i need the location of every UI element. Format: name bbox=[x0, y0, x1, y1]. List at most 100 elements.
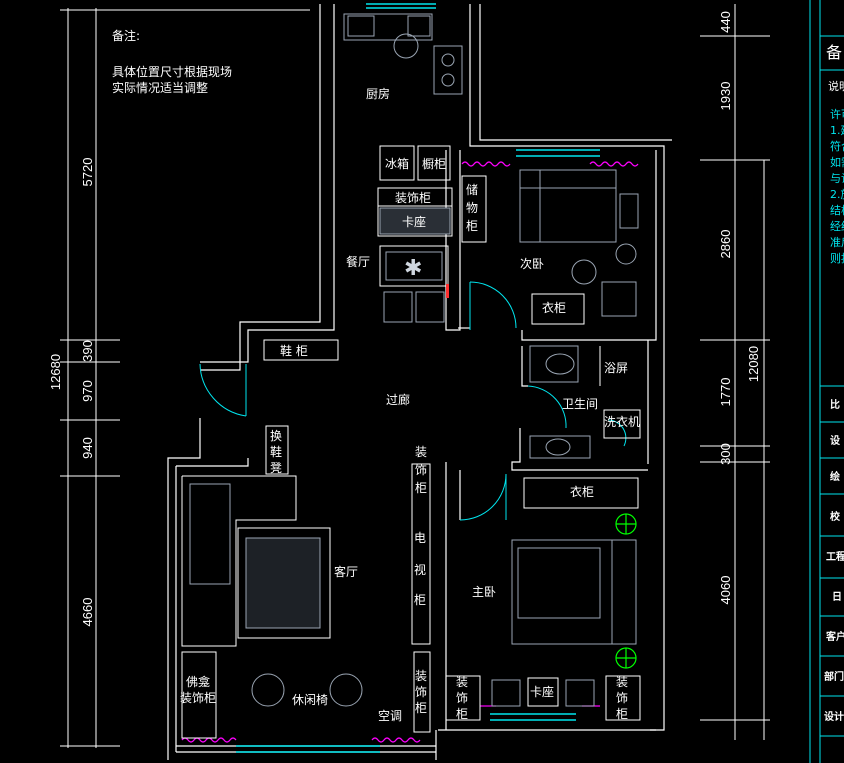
notes-line-1: 具体位置尺寸根据现场 bbox=[112, 64, 232, 79]
left-dimensions bbox=[60, 8, 310, 748]
panel-header: 备 bbox=[826, 43, 842, 62]
label-wardrobe: 衣柜 bbox=[542, 300, 566, 315]
panel-desc: 说明 bbox=[828, 79, 844, 93]
label-living-decor-2: 饰 bbox=[415, 685, 427, 699]
label-storage-3: 柜 bbox=[466, 219, 478, 233]
label-master-decor-l2: 饰 bbox=[456, 691, 468, 705]
panel-row-3: 绘 bbox=[830, 470, 840, 483]
panel-line-e: 与设 bbox=[830, 172, 844, 185]
master-furniture bbox=[445, 477, 641, 721]
red-marker bbox=[446, 284, 449, 298]
walls bbox=[167, 4, 672, 760]
label-storage-2: 物 bbox=[466, 201, 478, 215]
label-buddha-1: 佛龛 bbox=[186, 675, 210, 689]
label-tv-cab-2: 视 bbox=[414, 562, 426, 577]
label-hallway: 过廊 bbox=[386, 392, 410, 407]
label-tv-decor-1: 装 bbox=[415, 445, 427, 459]
label-storage-1: 储 bbox=[466, 182, 478, 197]
bathroom-fixtures bbox=[529, 345, 641, 459]
label-shoe-cabinet: 鞋 柜 bbox=[280, 343, 308, 358]
panel-line-c: 符合 bbox=[830, 139, 844, 153]
label-master-bedroom: 主卧 bbox=[472, 585, 496, 599]
panel-row-4: 校 bbox=[830, 510, 841, 523]
panel-row-7: 客户 bbox=[825, 630, 844, 643]
label-living-room: 客厅 bbox=[334, 564, 358, 579]
label-cabinet: 橱柜 bbox=[422, 157, 446, 171]
dining-cabinets bbox=[377, 145, 453, 237]
label-shower: 浴屏 bbox=[604, 361, 628, 375]
panel-row-5: 工程 bbox=[826, 550, 844, 563]
doors bbox=[199, 281, 627, 521]
label-tv-cab-1: 电 bbox=[414, 531, 426, 545]
dim-2860: 2860 bbox=[718, 230, 733, 259]
dim-12680: 12680 bbox=[48, 354, 63, 390]
change-shoe-stool-box bbox=[265, 425, 289, 475]
label-living-decor-1: 装 bbox=[415, 669, 427, 683]
dim-300: 300 bbox=[718, 443, 733, 465]
dim-970: 970 bbox=[80, 380, 95, 402]
panel-line-a: 许可 bbox=[830, 108, 844, 121]
label-master-decor-r1: 装 bbox=[616, 675, 628, 689]
label-kitchen: 厨房 bbox=[366, 86, 390, 101]
dim-940: 940 bbox=[80, 437, 95, 459]
green-light-icons bbox=[615, 513, 637, 669]
label-tv-decor-3: 柜 bbox=[415, 481, 427, 495]
label-second-bedroom: 次卧 bbox=[520, 257, 544, 271]
label-booth: 卡座 bbox=[402, 214, 426, 229]
dim-440: 440 bbox=[718, 11, 733, 33]
panel-line-d: 如需 bbox=[830, 155, 844, 169]
label-bathroom: 卫生间 bbox=[562, 397, 598, 411]
notes-title: 备注: bbox=[112, 28, 140, 43]
label-leisure-chair: 休闲椅 bbox=[292, 693, 328, 707]
label-master-decor-r2: 饰 bbox=[616, 691, 628, 705]
panel-line-b: 1.建 bbox=[830, 123, 844, 137]
dim-390: 390 bbox=[80, 340, 95, 362]
label-fridge: 冰箱 bbox=[385, 156, 409, 171]
dim-1930: 1930 bbox=[718, 82, 733, 111]
panel-line-i: 准后 bbox=[830, 236, 844, 249]
second-bedroom-furniture bbox=[461, 169, 639, 325]
label-master-decor-l1: 装 bbox=[456, 675, 468, 689]
label-master-wardrobe: 衣柜 bbox=[570, 484, 594, 499]
panel-line-j: 则按 bbox=[830, 251, 844, 265]
label-washer: 洗衣机 bbox=[604, 414, 640, 429]
label-decor-cabinet: 装饰柜 bbox=[395, 191, 431, 205]
living-furniture bbox=[181, 463, 431, 739]
label-master-decor-r3: 柜 bbox=[616, 707, 628, 721]
right-dimensions bbox=[700, 4, 770, 740]
panel-line-f: 2.施 bbox=[830, 188, 844, 201]
curtains bbox=[181, 161, 639, 743]
label-change-shoe-2: 鞋 bbox=[270, 444, 282, 459]
label-living-decor-3: 柜 bbox=[415, 701, 427, 715]
windows bbox=[236, 3, 600, 753]
dim-1770: 1770 bbox=[718, 378, 733, 407]
label-dining: 餐厅 bbox=[346, 254, 370, 269]
panel-row-2: 设 bbox=[830, 434, 840, 447]
title-panel-frame bbox=[809, 0, 844, 763]
panel-row-1: 比 bbox=[830, 398, 840, 411]
label-tv-decor-2: 饰 bbox=[415, 463, 427, 477]
label-change-shoe-1: 换 bbox=[270, 429, 282, 443]
panel-line-g: 结构 bbox=[830, 203, 844, 217]
label-buddha-2: 装饰柜 bbox=[180, 691, 216, 705]
label-change-shoe-3: 凳 bbox=[270, 460, 282, 475]
dim-5720: 5720 bbox=[80, 158, 95, 187]
dining-table bbox=[379, 245, 449, 323]
shoe-cabinet-box bbox=[263, 339, 339, 361]
notes-line-2: 实际情况适当调整 bbox=[112, 80, 208, 95]
panel-line-h: 经结 bbox=[830, 220, 844, 233]
label-tv-cab-3: 柜 bbox=[414, 593, 426, 607]
kitchen-fixtures bbox=[343, 13, 463, 95]
panel-row-6: 日 bbox=[832, 591, 842, 603]
panel-row-9: 设计 bbox=[824, 710, 844, 723]
dim-4060: 4060 bbox=[718, 576, 733, 605]
booth-hatch bbox=[379, 207, 451, 235]
label-master-booth: 卡座 bbox=[530, 684, 554, 699]
panel-row-8: 部门 bbox=[824, 670, 844, 683]
dim-12080: 12080 bbox=[746, 346, 761, 382]
label-master-decor-l3: 柜 bbox=[456, 707, 468, 721]
plant-icon: ✱ bbox=[404, 256, 422, 281]
dim-4660: 4660 bbox=[80, 598, 95, 627]
label-aircon: 空调 bbox=[378, 709, 402, 723]
